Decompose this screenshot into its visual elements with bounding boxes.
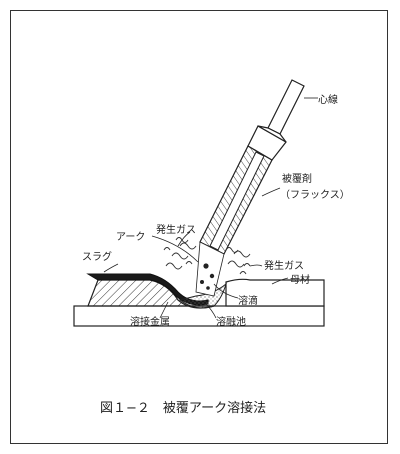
leader-arc bbox=[151, 235, 199, 263]
label-weld-pool: 溶融池 bbox=[216, 315, 246, 328]
droplet-4 bbox=[206, 286, 210, 290]
droplet-2 bbox=[209, 273, 215, 279]
label-droplet: 溶滴 bbox=[238, 294, 258, 307]
label-flux: （フラックス） bbox=[280, 189, 350, 201]
figure-caption: 図１−２ 被覆アーク溶接法 bbox=[100, 400, 266, 416]
leader-droplet bbox=[213, 283, 239, 299]
droplet-1 bbox=[203, 263, 209, 269]
label-arc: アーク bbox=[116, 231, 145, 243]
core-wire-inner bbox=[209, 151, 265, 251]
leader-gas-left bbox=[177, 231, 191, 247]
leader-base-metal bbox=[271, 277, 289, 285]
label-deposited-metal: 溶接金属 bbox=[130, 315, 170, 328]
leader-slag bbox=[103, 263, 119, 273]
label-gas-left: 発生ガス bbox=[156, 223, 196, 236]
gas-right bbox=[225, 247, 251, 275]
core-wire-top bbox=[267, 79, 305, 135]
label-coating: 被覆剤 bbox=[282, 172, 312, 185]
leader-gas-right bbox=[249, 264, 263, 267]
label-core-wire: 心線 bbox=[318, 93, 338, 106]
figure-frame bbox=[10, 10, 388, 444]
label-slag: スラグ bbox=[82, 250, 112, 263]
label-base-metal: 母材 bbox=[290, 273, 310, 286]
droplet-3 bbox=[200, 280, 204, 284]
leader-deposited bbox=[159, 301, 169, 319]
leader-pool bbox=[205, 303, 217, 319]
label-gas-right: 発生ガス bbox=[264, 259, 304, 272]
leader-coating bbox=[261, 187, 281, 197]
base-metal bbox=[73, 305, 325, 327]
base-metal-plate bbox=[225, 278, 325, 307]
